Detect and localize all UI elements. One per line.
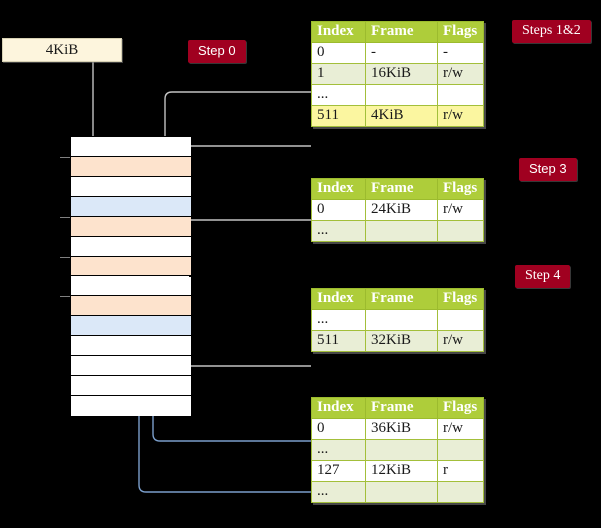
memory-frame-row [71,316,191,337]
memory-row-tick [60,296,70,298]
table-cell [437,481,484,503]
table-cell: ... [311,84,366,106]
table-cell: 36KiB [365,418,438,440]
table-cell: 0 [311,42,366,64]
table-cell: ... [311,481,366,503]
table-cell: 511 [311,105,366,127]
column-header-frame: Frame [365,397,438,419]
table-cell: 16KiB [365,63,438,85]
table-cell: - [365,42,438,64]
table-cell: r/w [437,105,484,127]
column-header-index: Index [311,397,366,419]
table-row: ... [311,220,484,242]
table-cell: 24KiB [365,199,438,221]
table-cell: 32KiB [365,330,438,352]
column-header-flags: Flags [437,21,484,43]
table-cell: ... [311,309,366,331]
table-cell [365,84,438,106]
memory-row-tick [60,156,70,158]
table-cell: - [437,42,484,64]
column-header-frame: Frame [365,288,438,310]
table-cell: ... [311,439,366,461]
table-cell: r/w [437,63,484,85]
table-cell: 12KiB [365,460,438,482]
table-cell: r [437,460,484,482]
table-cell: 0 [311,199,366,221]
column-header-flags: Flags [437,178,484,200]
memory-frame-row [71,356,191,377]
table-row: ... [311,309,484,331]
memory-frame-row [71,376,191,397]
column-header-frame: Frame [365,21,438,43]
wire-steps12-b [174,145,311,259]
memory-frame-row [71,196,191,217]
table-cell: 127 [311,460,366,482]
table-cell [365,220,438,242]
memory-frame-row [71,256,191,277]
table-row: ... [311,84,484,106]
table-cell [365,309,438,331]
column-header-frame: Frame [365,178,438,200]
column-header-index: Index [311,178,366,200]
memory-frame-row [71,216,191,237]
column-header-flags: Flags [437,397,484,419]
table-cell: r/w [437,199,484,221]
column-header-flags: Flags [437,288,484,310]
table-cell [437,84,484,106]
memory-frame-row [71,176,191,197]
memory-frame-row [71,296,191,317]
table-cell: 4KiB [365,105,438,127]
table-row: ... [311,481,484,503]
step-label-step4: Step 4 [515,265,571,288]
step-label-step3: Step 3 [519,158,577,181]
table-cell: 511 [311,330,366,352]
table-cell [437,220,484,242]
table-row: 0-- [311,42,484,64]
table-cell: r/w [437,418,484,440]
wire-step3 [178,219,311,259]
step-label-step0: Step 0 [188,40,246,63]
table-cell [437,439,484,461]
memory-row-tick [60,256,70,258]
table-cell: 1 [311,63,366,85]
memory-frame-row [71,336,191,357]
column-header-index: Index [311,21,366,43]
table-cell [365,439,438,461]
memory-frame-row [71,236,191,257]
table-cell [365,481,438,503]
step-label-steps12: Steps 1&2 [512,20,591,43]
memory-frame-row [71,276,191,297]
table-cell: ... [311,220,366,242]
table-cell: r/w [437,330,484,352]
physical-memory-column [60,136,191,416]
table-cell [437,309,484,331]
memory-row-tick [60,216,70,218]
column-header-index: Index [311,288,366,310]
memory-frame-row [71,137,191,157]
memory-frame-row [71,396,191,416]
table-cell: 0 [311,418,366,440]
table-row: ... [311,439,484,461]
source-box-label: 4KiB [45,42,79,58]
memory-frame-row [71,156,191,177]
source-virtual-address-box: 4KiB [2,38,122,62]
